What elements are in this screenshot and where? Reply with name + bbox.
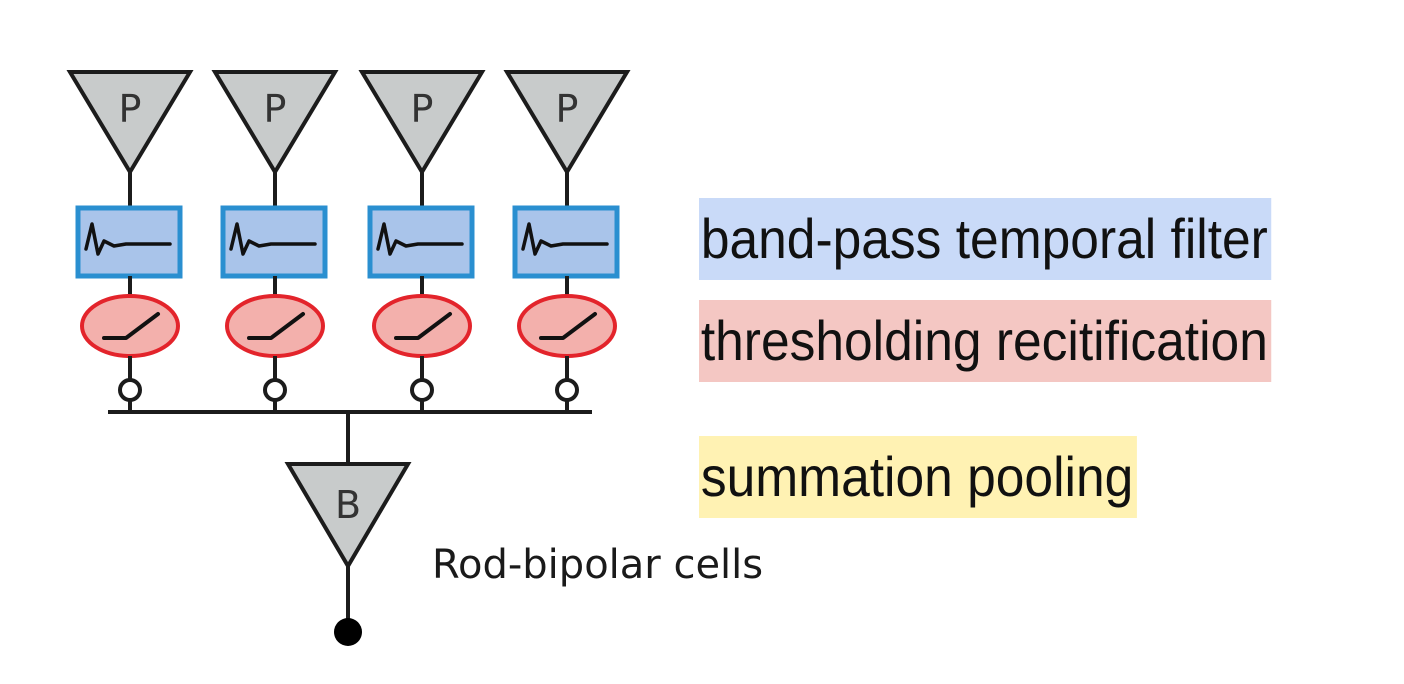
bipolar-label: B xyxy=(335,483,361,527)
rectification-curve-icon xyxy=(539,312,597,340)
axon-terminal-dot xyxy=(334,618,362,646)
filter-response-icon xyxy=(229,222,317,256)
bipolar-triangle xyxy=(284,462,412,570)
photoreceptor-triangle xyxy=(66,70,194,176)
temporal-filter-box xyxy=(75,205,183,279)
rectification-legend-label: thresholding recitification xyxy=(699,300,1272,382)
synaptic-terminal-circle xyxy=(263,378,287,402)
photoreceptor-triangle xyxy=(358,70,486,176)
photoreceptor-label: P xyxy=(556,87,579,131)
summation-pool xyxy=(108,400,592,464)
filter-response-icon xyxy=(84,222,172,256)
rectifier-ellipse xyxy=(80,294,180,358)
photoreceptor-column-4: P xyxy=(503,70,631,402)
temporal-filter-box xyxy=(220,205,328,279)
synaptic-terminal-circle xyxy=(555,378,579,402)
bipolar-caption: Rod-bipolar cells xyxy=(432,542,763,588)
filter-response-icon xyxy=(521,222,609,256)
pooling-legend-label: summation pooling xyxy=(699,436,1137,518)
filter-response-icon xyxy=(376,222,464,256)
bipolar-cell: B Rod-bipolar cells xyxy=(284,462,763,646)
synaptic-terminal-circle xyxy=(410,378,434,402)
photoreceptor-label: P xyxy=(411,87,434,131)
photoreceptor-triangle xyxy=(211,70,339,176)
rectifier-ellipse xyxy=(372,294,472,358)
temporal-filter-box xyxy=(512,205,620,279)
photoreceptor-column-1: P xyxy=(66,70,194,402)
photoreceptor-column-2: P xyxy=(211,70,339,402)
photoreceptor-label: P xyxy=(264,87,287,131)
photoreceptor-column-3: P xyxy=(358,70,486,402)
filter-legend-label: band-pass temporal filter xyxy=(699,198,1272,280)
photoreceptor-label: P xyxy=(119,87,142,131)
rectification-curve-icon xyxy=(247,312,305,340)
synaptic-terminal-circle xyxy=(118,378,142,402)
rectification-curve-icon xyxy=(102,312,160,340)
rectification-curve-icon xyxy=(394,312,452,340)
rectifier-ellipse xyxy=(517,294,617,358)
temporal-filter-box xyxy=(367,205,475,279)
photoreceptor-triangle xyxy=(503,70,631,176)
rectifier-ellipse xyxy=(225,294,325,358)
